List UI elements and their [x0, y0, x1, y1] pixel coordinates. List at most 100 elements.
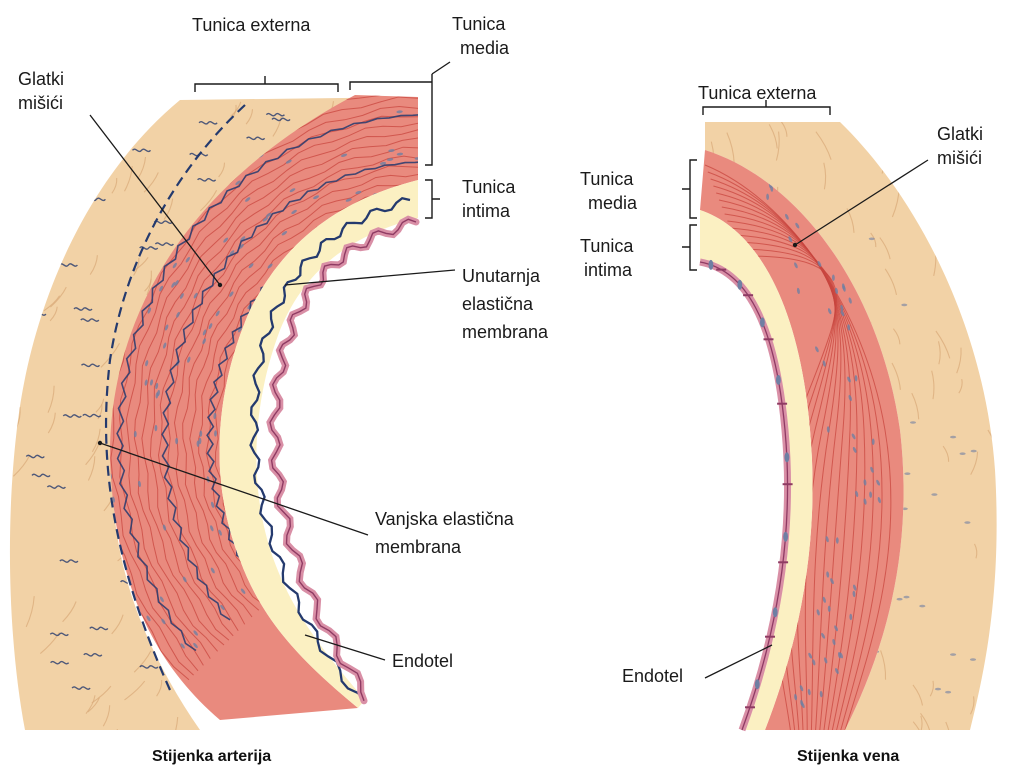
artery-tunica-media-label-line2: media	[460, 38, 510, 58]
artery-tunica-externa-label: Tunica externa	[192, 15, 311, 35]
vein-endothelial-nucleus	[709, 260, 714, 270]
artery-externa-fiber	[22, 322, 37, 335]
vein-wall	[700, 121, 999, 750]
vein-endothelial-nucleus	[783, 532, 788, 542]
artery-iem-label-line2: elastična	[462, 294, 534, 314]
artery-externa-elastic-squiggle	[43, 242, 61, 244]
vein-endothelial-nucleus	[755, 679, 760, 689]
artery-media-nucleus	[317, 88, 324, 93]
vein-externa-fiber	[735, 477, 739, 508]
vein-externa-fiber	[729, 563, 736, 593]
artery-tunica-intima-brace	[425, 180, 440, 218]
vein-tunica-media-brace	[682, 160, 697, 218]
vein-externa-fiber	[961, 287, 963, 308]
artery-tunica-externa-brace	[195, 76, 338, 92]
vein-externa-fiber	[737, 592, 742, 616]
artery-externa-fiber	[60, 206, 69, 223]
vein-externa-nucleus	[933, 248, 939, 251]
artery-smooth-muscle-label-line2: mišići	[18, 93, 63, 113]
vein-externa-fiber	[930, 210, 933, 227]
artery-externa-elastic-squiggle	[112, 120, 130, 122]
artery-externa-fiber	[292, 361, 306, 377]
vein-externa-nucleus	[960, 452, 966, 455]
vein-externa-fiber	[979, 354, 994, 381]
vein-externa-nucleus	[935, 688, 941, 691]
vein-externa-fiber	[734, 390, 741, 403]
artery-media-nucleus	[369, 85, 376, 89]
artery-media-nucleus	[268, 66, 275, 71]
artery-externa-fiber	[290, 418, 303, 443]
artery-media-nucleus	[410, 78, 417, 81]
vein-endothelial-nucleus	[776, 375, 781, 385]
artery-externa-fiber	[285, 720, 294, 746]
vein-externa-nucleus	[901, 304, 907, 307]
vein-externa-nucleus	[973, 214, 979, 217]
vein-externa-nucleus	[964, 521, 970, 524]
vein-externa-fiber	[911, 130, 915, 158]
artery-iem-label-line1: Unutarnja	[462, 266, 541, 286]
vein-externa-nucleus	[904, 472, 910, 475]
artery-tunica-intima-label-line1: Tunica	[462, 177, 516, 197]
artery-externa-fiber	[307, 317, 313, 334]
vein-externa-fiber	[746, 528, 748, 548]
vein-externa-fiber	[977, 704, 981, 736]
vein-externa-fiber	[943, 238, 946, 253]
artery-tunica-media-label-line1: Tunica	[452, 14, 506, 34]
artery-smooth-muscle-pointer	[218, 283, 222, 287]
vein-externa-fiber	[710, 402, 715, 431]
vein-externa-fiber	[882, 151, 884, 174]
vein-externa-nucleus	[904, 596, 910, 599]
vein-externa-nucleus	[945, 691, 951, 694]
artery-externa-fiber	[35, 202, 44, 215]
artery-externa-fiber	[273, 536, 283, 548]
artery-media-nucleus	[347, 52, 354, 56]
vein-tunica-intima-label-line1: Tunica	[580, 236, 634, 256]
artery-externa-fiber	[115, 729, 118, 743]
vein-externa-nucleus	[966, 214, 972, 217]
artery-tunica-intima-label-line2: intima	[462, 201, 511, 221]
vein-externa-fiber	[964, 308, 971, 322]
vein-externa-fiber	[966, 271, 968, 293]
vein-externa-fiber	[701, 629, 707, 645]
vein-externa-fiber	[713, 305, 719, 332]
vein-externa-fiber	[732, 377, 735, 407]
vein-externa-fiber	[748, 489, 750, 504]
vein-externa-fiber	[745, 489, 757, 511]
artery-media-nucleus	[336, 42, 343, 46]
vein-externa-nucleus	[970, 658, 976, 661]
vein-externa-fiber	[993, 214, 997, 240]
vein-endothelial-nucleus	[773, 607, 778, 617]
vein-smooth-muscle-label-line2: mišići	[937, 148, 982, 168]
artery-externa-fiber	[27, 262, 39, 282]
artery-media-nucleus	[315, 66, 322, 71]
artery-caption: Stijenka arterija	[152, 748, 271, 765]
vein-externa-nucleus	[931, 493, 937, 496]
artery-wall	[10, 29, 438, 747]
artery-externa-fiber	[41, 191, 48, 206]
vein-externa-nucleus	[869, 238, 875, 241]
vein-externa-nucleus	[950, 653, 956, 656]
artery-media-nucleus	[351, 60, 358, 64]
vein-externa-fiber	[734, 332, 746, 356]
vein-smooth-muscle-pointer	[793, 243, 797, 247]
vein-externa-fiber	[717, 593, 724, 624]
vein-externa-fiber	[739, 542, 741, 571]
vein-externa-nucleus	[976, 214, 982, 217]
vein-externa-fiber	[981, 712, 988, 732]
artery-externa-fiber	[338, 720, 342, 738]
vein-externa-fiber	[734, 285, 736, 317]
artery-media-nucleus	[350, 61, 357, 65]
artery-externa-fiber	[312, 354, 325, 380]
artery-externa-fiber	[299, 459, 304, 478]
artery-externa-fiber	[328, 576, 334, 591]
vein-externa-nucleus	[971, 450, 977, 453]
artery-eem-label-line1: Vanjska elastična	[375, 509, 515, 529]
vein-endothelial-nucleus	[785, 452, 790, 462]
artery-eem-label-line2: membrana	[375, 537, 462, 557]
artery-externa-fiber	[188, 694, 194, 708]
vein-externa-fiber	[719, 528, 723, 555]
vein-tunica-media-label-line2: media	[588, 193, 638, 213]
vein-externa-fiber	[709, 565, 717, 582]
